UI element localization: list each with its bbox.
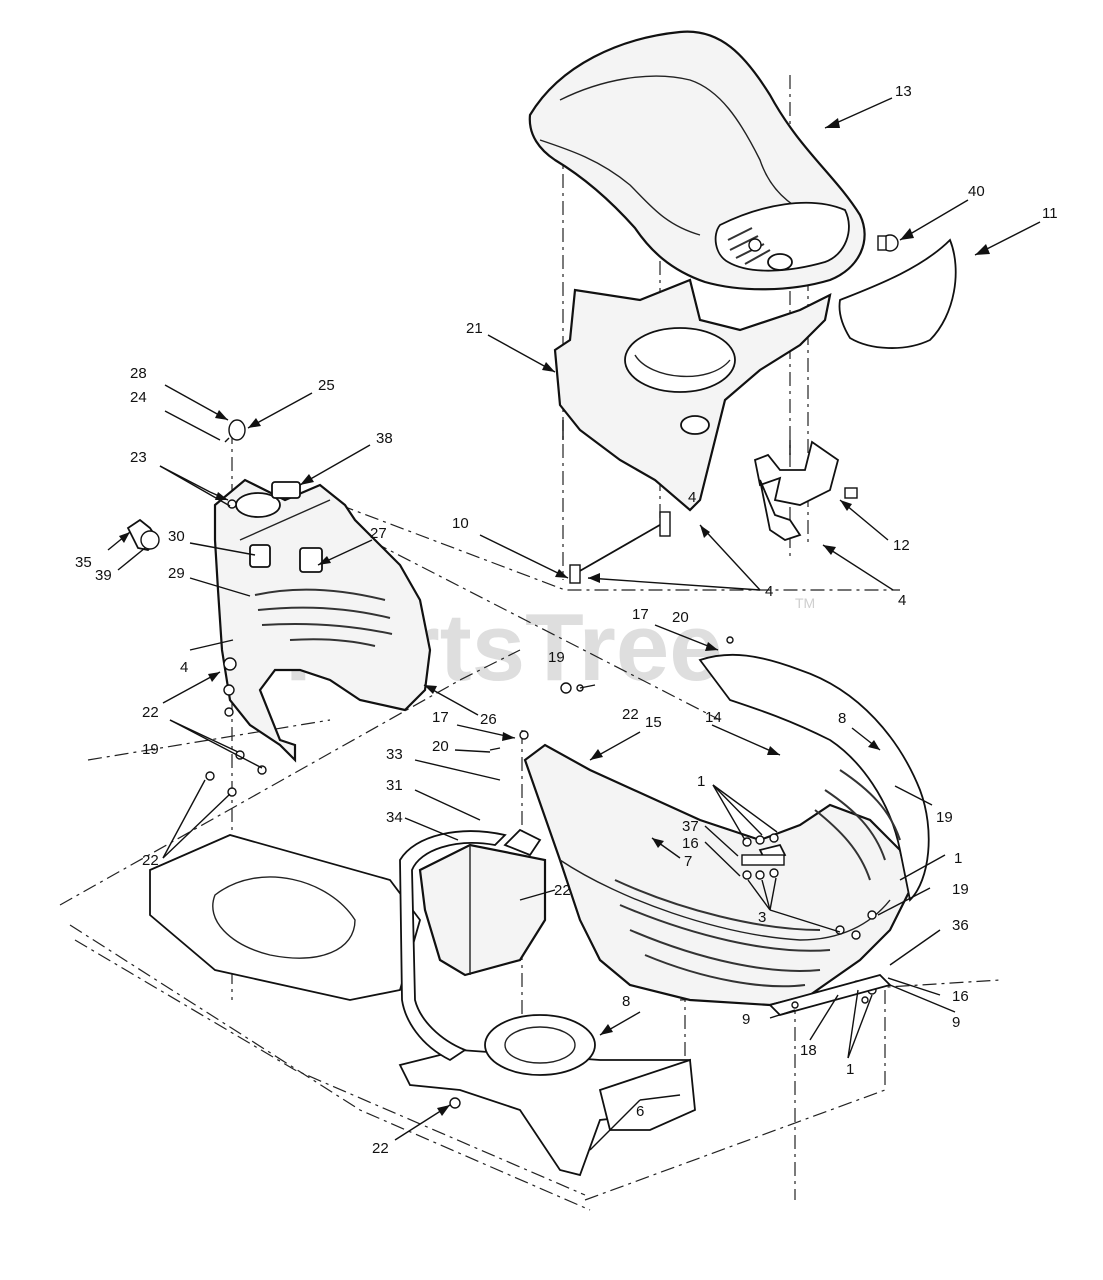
- callout-38: 38: [376, 430, 393, 447]
- callout-26: 26: [480, 711, 497, 728]
- callout-22-left: 22: [142, 704, 159, 721]
- callout-17-mid: 17: [432, 709, 449, 726]
- bulb-socket: [877, 234, 899, 252]
- callout-11: 11: [1042, 205, 1058, 222]
- dash-console: [213, 478, 432, 763]
- callout-31: 31: [386, 777, 403, 794]
- callout-15: 15: [645, 714, 662, 731]
- callout-30: 30: [168, 528, 185, 545]
- callout-24: 24: [130, 389, 147, 406]
- callout-20-mid: 20: [432, 738, 449, 755]
- fuel-tank: [399, 828, 547, 1062]
- callout-16-top: 16: [682, 835, 699, 852]
- callout-21: 21: [466, 320, 483, 337]
- latch-bracket: [753, 440, 858, 541]
- callout-8-right: 8: [838, 710, 846, 727]
- watermark-trademark: TM: [795, 595, 815, 611]
- callout-7: 7: [684, 853, 692, 870]
- callout-29: 29: [168, 565, 185, 582]
- callout-4-bracket: 4: [898, 592, 906, 609]
- callout-40: 40: [968, 183, 985, 200]
- support-rod: [569, 511, 671, 584]
- callout-4-hidden: 4: [688, 489, 696, 506]
- callout-14: 14: [705, 709, 722, 726]
- callout-35: 35: [75, 554, 92, 571]
- callout-8-bottom: 8: [622, 993, 630, 1010]
- callout-22-mid: 22: [622, 706, 639, 723]
- headlight-lens: [838, 238, 957, 349]
- callout-22-tank: 22: [554, 882, 571, 899]
- callout-19-mid: 19: [548, 649, 565, 666]
- callout-18: 18: [800, 1042, 817, 1059]
- callout-1-top: 1: [697, 773, 705, 790]
- callout-10: 10: [452, 515, 469, 532]
- chassis-frame: [149, 834, 696, 1177]
- callout-19-bumper: 19: [952, 881, 969, 898]
- callout-36: 36: [952, 917, 969, 934]
- callout-25: 25: [318, 377, 335, 394]
- leader-lines: [107, 97, 1041, 1151]
- callout-33: 33: [386, 746, 403, 763]
- hood-assembly: [528, 30, 866, 291]
- callout-27: 27: [370, 525, 387, 542]
- callout-20-top: 20: [672, 609, 689, 626]
- callout-labels: 13 40 11 21 28 24 25 38 23 27 30 29 35 3…: [75, 83, 1058, 1157]
- callout-3: 3: [758, 909, 766, 926]
- callout-19-right: 19: [936, 809, 953, 826]
- callout-22-lower-left: 22: [142, 852, 159, 869]
- dash-panel: [553, 253, 832, 512]
- callout-37: 37: [682, 818, 699, 835]
- callout-34: 34: [386, 809, 403, 826]
- front-grille: [523, 653, 930, 1007]
- callout-13: 13: [895, 83, 912, 100]
- callout-9-left: 9: [742, 1011, 750, 1028]
- callout-4-console: 4: [180, 659, 188, 676]
- callout-19-left: 19: [142, 741, 159, 758]
- callout-12: 12: [893, 537, 910, 554]
- callout-1-right: 1: [954, 850, 962, 867]
- callout-17-top: 17: [632, 606, 649, 623]
- callout-28: 28: [130, 365, 147, 382]
- callout-1-bottom: 1: [846, 1061, 854, 1078]
- callout-9-right: 9: [952, 1014, 960, 1031]
- callout-39: 39: [95, 567, 112, 584]
- callout-23: 23: [130, 449, 147, 466]
- callout-4-rod: 4: [765, 583, 773, 600]
- callout-6: 6: [636, 1103, 644, 1120]
- callout-16-bottom: 16: [952, 988, 969, 1005]
- callout-22-bottom: 22: [372, 1140, 389, 1157]
